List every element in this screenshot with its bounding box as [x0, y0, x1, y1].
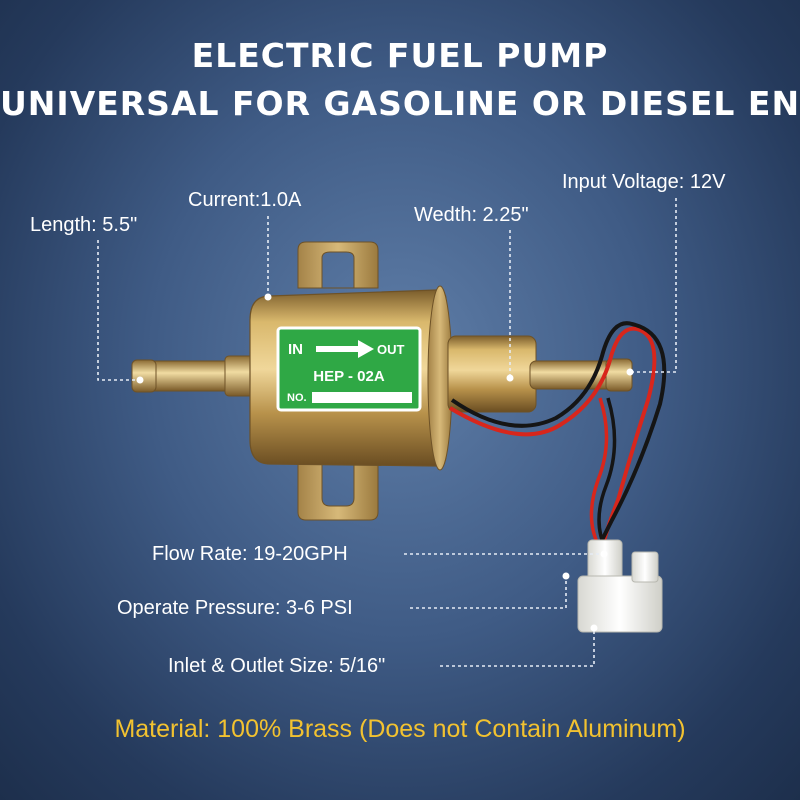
- pump-label-plate: [276, 326, 422, 412]
- flow-arrow-icon: [316, 340, 374, 358]
- spec-inlet-outlet-size: Inlet & Outlet Size: 5/16": [168, 655, 386, 677]
- outlet-collar: [447, 335, 537, 413]
- pump-serial-label: NO.: [287, 392, 307, 404]
- headline-line-1: ELECTRIC FUEL PUMP: [191, 36, 609, 75]
- bottom-mounting-bracket: [297, 461, 379, 521]
- spec-flow-rate: Flow Rate: 19-20GPH: [152, 543, 348, 565]
- pump-label-out: OUT: [377, 342, 405, 357]
- red-wire: [448, 326, 657, 557]
- spec-operate-pressure: Operate Pressure: 3-6 PSI: [117, 597, 353, 619]
- spec-input-voltage: Input Voltage: 12V: [562, 171, 726, 193]
- voltage-leader: [630, 198, 677, 373]
- spec-length: Length: 5.5": [30, 214, 138, 236]
- pump-label-in: IN: [288, 341, 303, 358]
- spec-width: Wedth: 2.25": [414, 204, 529, 226]
- material-note: Material: 100% Brass (Does not Contain A…: [114, 715, 686, 743]
- headline-line-2: UNIVERSAL FOR GASOLINE OR DIESEL ENGINE: [0, 84, 800, 123]
- top-mounting-bracket: [297, 241, 379, 289]
- pump-model-number: HEP - 02A: [313, 368, 385, 385]
- black-wire: [450, 321, 667, 561]
- spec-current: Current:1.0A: [188, 189, 302, 211]
- length-leader: [97, 240, 140, 381]
- pressure-leader: [410, 578, 567, 609]
- inlet-outlet-leader: [440, 630, 595, 667]
